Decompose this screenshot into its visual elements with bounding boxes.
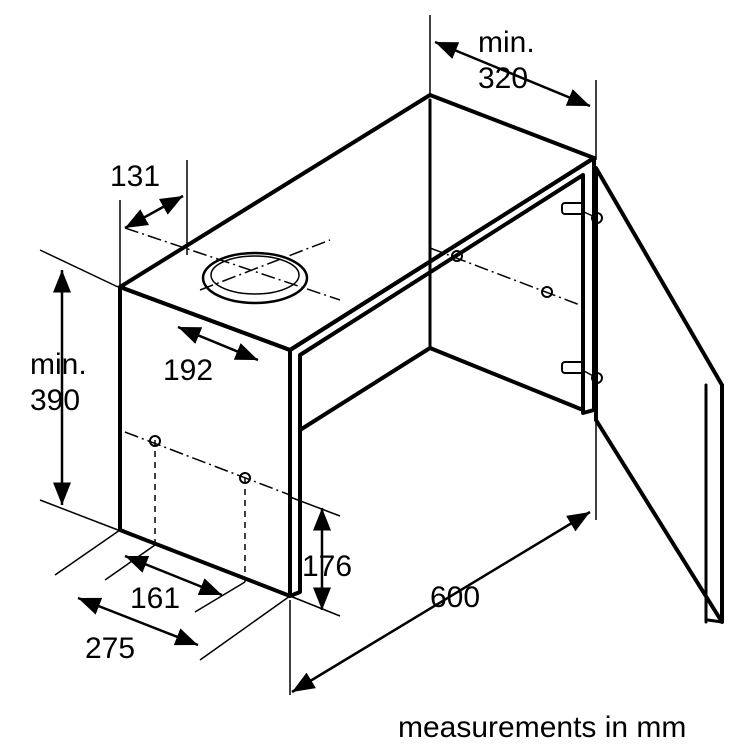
hinge-icon (561, 361, 603, 384)
label-600: 600 (430, 581, 480, 614)
label-275: 275 (85, 632, 135, 665)
mounting-holes (149, 250, 553, 484)
label-320-prefix: min. (478, 26, 535, 59)
dim-line-161 (124, 554, 223, 597)
exhaust-hole-inner (210, 255, 300, 295)
cabinet-inner-bottom (298, 346, 585, 432)
dim-line-275 (77, 596, 199, 647)
cabinet-body (118, 93, 596, 598)
cabinet-left-face (118, 285, 292, 598)
label-131: 131 (110, 160, 160, 193)
hidden-lines (154, 100, 431, 582)
dim-line-600 (291, 510, 591, 694)
hinge-icon (561, 202, 603, 224)
label-390-value: 390 (30, 384, 80, 417)
label-320-value: 320 (478, 62, 528, 95)
label-176: 176 (302, 550, 352, 583)
dimension-lines (53, 40, 591, 694)
dim-line-320 (434, 40, 591, 108)
dim-line-131 (124, 194, 184, 230)
label-161: 161 (130, 582, 180, 615)
cabinet-right-panel (288, 156, 596, 598)
center-lines (124, 227, 581, 496)
dim-line-192 (177, 325, 259, 362)
label-390-prefix: min. (30, 348, 87, 381)
exhaust-hole (201, 251, 309, 305)
cabinet-door (561, 166, 724, 624)
extension-lines (39, 15, 597, 695)
label-192: 192 (163, 354, 213, 387)
units-note: measurements in mm (398, 711, 686, 744)
